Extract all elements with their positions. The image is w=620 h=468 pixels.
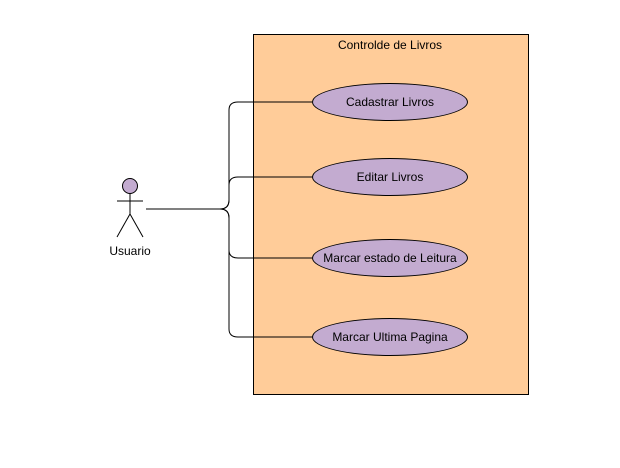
association-editar-livros: [146, 176, 312, 210]
actor-label: Usuario: [109, 244, 151, 258]
association-marcar-ultima-pagina: [146, 208, 312, 338]
use-case-cadastrar-livros[interactable]: Cadastrar Livros: [312, 83, 468, 121]
use-case-marcar-ultima-pagina[interactable]: Marcar Ultima Pagina: [312, 318, 468, 356]
use-case-editar-livros[interactable]: Editar Livros: [312, 158, 468, 196]
actor-right-leg: [129, 213, 144, 238]
actor-head: [122, 178, 138, 194]
system-title: Controlde de Livros: [337, 38, 443, 52]
actor-figure: [116, 178, 144, 238]
actor-left-leg: [116, 213, 131, 238]
use-case-marcar-estado-leitura[interactable]: Marcar estado de Leitura: [312, 239, 468, 277]
